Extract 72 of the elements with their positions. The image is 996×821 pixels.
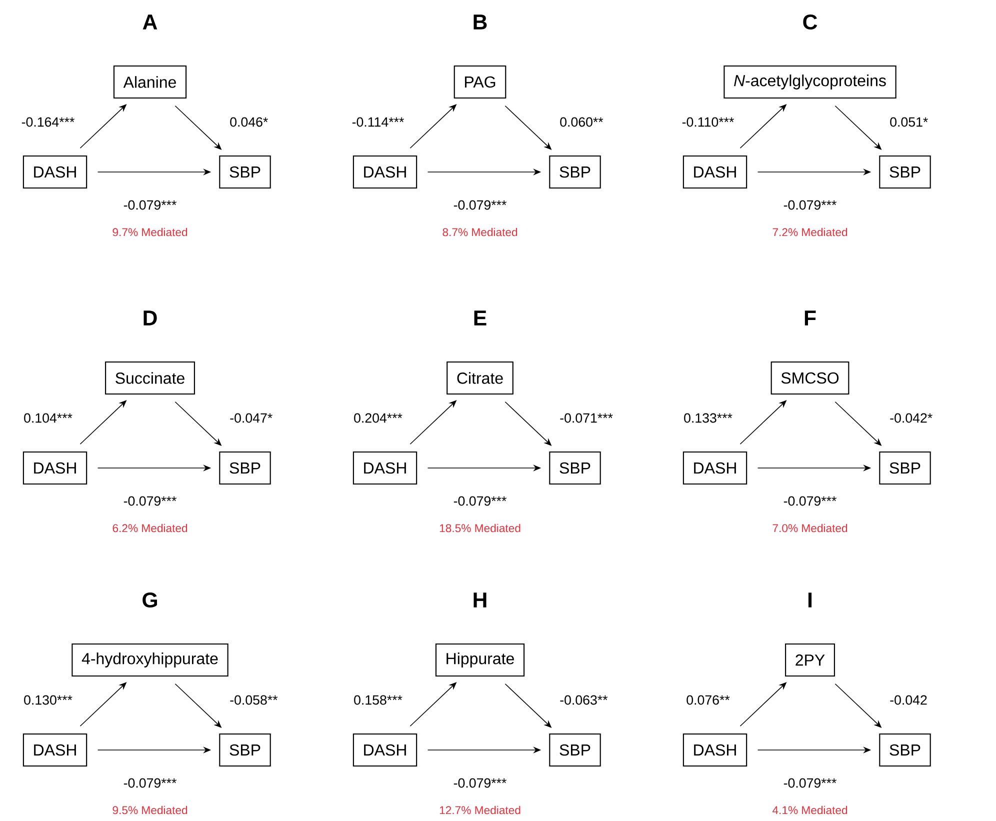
- panel-letter: F: [804, 310, 816, 326]
- coefficient-label: 0.158***: [352, 694, 404, 706]
- coefficient-label: -0.058**: [228, 694, 280, 706]
- variable-box: DASH: [682, 451, 748, 485]
- variable-box: SBP: [879, 451, 931, 485]
- variable-box: DASH: [682, 155, 748, 189]
- mediation-percentage: 6.2% Mediated: [112, 524, 188, 532]
- panel-letter: C: [803, 14, 818, 30]
- coefficient-label: 0.051*: [888, 116, 930, 128]
- variable-box: SBP: [219, 733, 271, 767]
- coefficient-label: -0.071***: [558, 412, 614, 424]
- variable-box: N-acetylglycoproteins: [724, 65, 896, 99]
- variable-box: 4-hydroxyhippurate: [72, 643, 228, 677]
- variable-box: 2PY: [785, 643, 835, 677]
- variable-box: SBP: [879, 733, 931, 767]
- coefficient-label: -0.063**: [558, 694, 610, 706]
- variable-box: SMCSO: [770, 361, 850, 395]
- coefficient-label: -0.042*: [888, 412, 934, 424]
- coefficient-label: 0.204***: [352, 412, 404, 424]
- mediation-percentage: 8.7% Mediated: [442, 228, 518, 236]
- variable-box: SBP: [549, 451, 601, 485]
- coefficient-label: 0.130***: [22, 694, 74, 706]
- coefficient-label: -0.079***: [782, 776, 838, 790]
- coefficient-label: 0.076**: [684, 694, 732, 706]
- variable-box: Hippurate: [435, 643, 525, 677]
- panel-letter: H: [474, 592, 486, 608]
- coefficient-label: -0.114***: [350, 116, 406, 128]
- coefficient-label: 0.046*: [228, 116, 270, 128]
- panel-letter: I: [808, 592, 812, 608]
- mediation-percentage: 9.5% Mediated: [112, 806, 188, 814]
- coefficient-label: -0.164***: [20, 116, 76, 128]
- coefficient-label: -0.079***: [782, 494, 838, 508]
- variable-box: Citrate: [446, 361, 514, 395]
- panel-letter: A: [142, 14, 158, 30]
- coefficient-label: -0.079***: [122, 198, 178, 212]
- mediation-percentage: 9.7% Mediated: [112, 228, 188, 236]
- variable-box: DASH: [22, 733, 88, 767]
- variable-box: DASH: [682, 733, 748, 767]
- coefficient-label: 0.133***: [682, 412, 734, 424]
- panel-letter: E: [474, 310, 486, 326]
- coefficient-label: -0.047*: [228, 412, 274, 424]
- coefficient-label: 0.104***: [22, 412, 74, 424]
- coefficient-label: -0.110***: [680, 116, 736, 128]
- mediation-percentage: 4.1% Mediated: [772, 806, 848, 814]
- variable-box: DASH: [352, 451, 418, 485]
- panel-letter: B: [474, 14, 487, 30]
- variable-box: Alanine: [113, 65, 187, 99]
- panel-letter: D: [144, 310, 157, 326]
- panel-letter: G: [142, 592, 157, 608]
- mediation-percentage: 12.7% Mediated: [440, 806, 520, 814]
- coefficient-label: -0.079***: [452, 198, 508, 212]
- coefficient-label: -0.079***: [122, 776, 178, 790]
- variable-box: DASH: [352, 155, 418, 189]
- coefficient-label: -0.079***: [782, 198, 838, 212]
- variable-box: SBP: [879, 155, 931, 189]
- variable-box: DASH: [352, 733, 418, 767]
- coefficient-label: -0.079***: [122, 494, 178, 508]
- coefficient-label: -0.042: [888, 694, 929, 706]
- mediation-percentage: 7.2% Mediated: [772, 228, 848, 236]
- variable-box: SBP: [549, 733, 601, 767]
- mediation-percentage: 7.0% Mediated: [772, 524, 848, 532]
- variable-box: Succinate: [105, 361, 195, 395]
- variable-box: PAG: [454, 65, 506, 99]
- mediation-percentage: 18.5% Mediated: [440, 524, 520, 532]
- variable-box: DASH: [22, 155, 88, 189]
- coefficient-label: 0.060**: [558, 116, 605, 128]
- coefficient-label: -0.079***: [452, 776, 508, 790]
- variable-box: DASH: [22, 451, 88, 485]
- variable-box: SBP: [549, 155, 601, 189]
- coefficient-label: -0.079***: [452, 494, 508, 508]
- variable-box: SBP: [219, 155, 271, 189]
- variable-box: SBP: [219, 451, 271, 485]
